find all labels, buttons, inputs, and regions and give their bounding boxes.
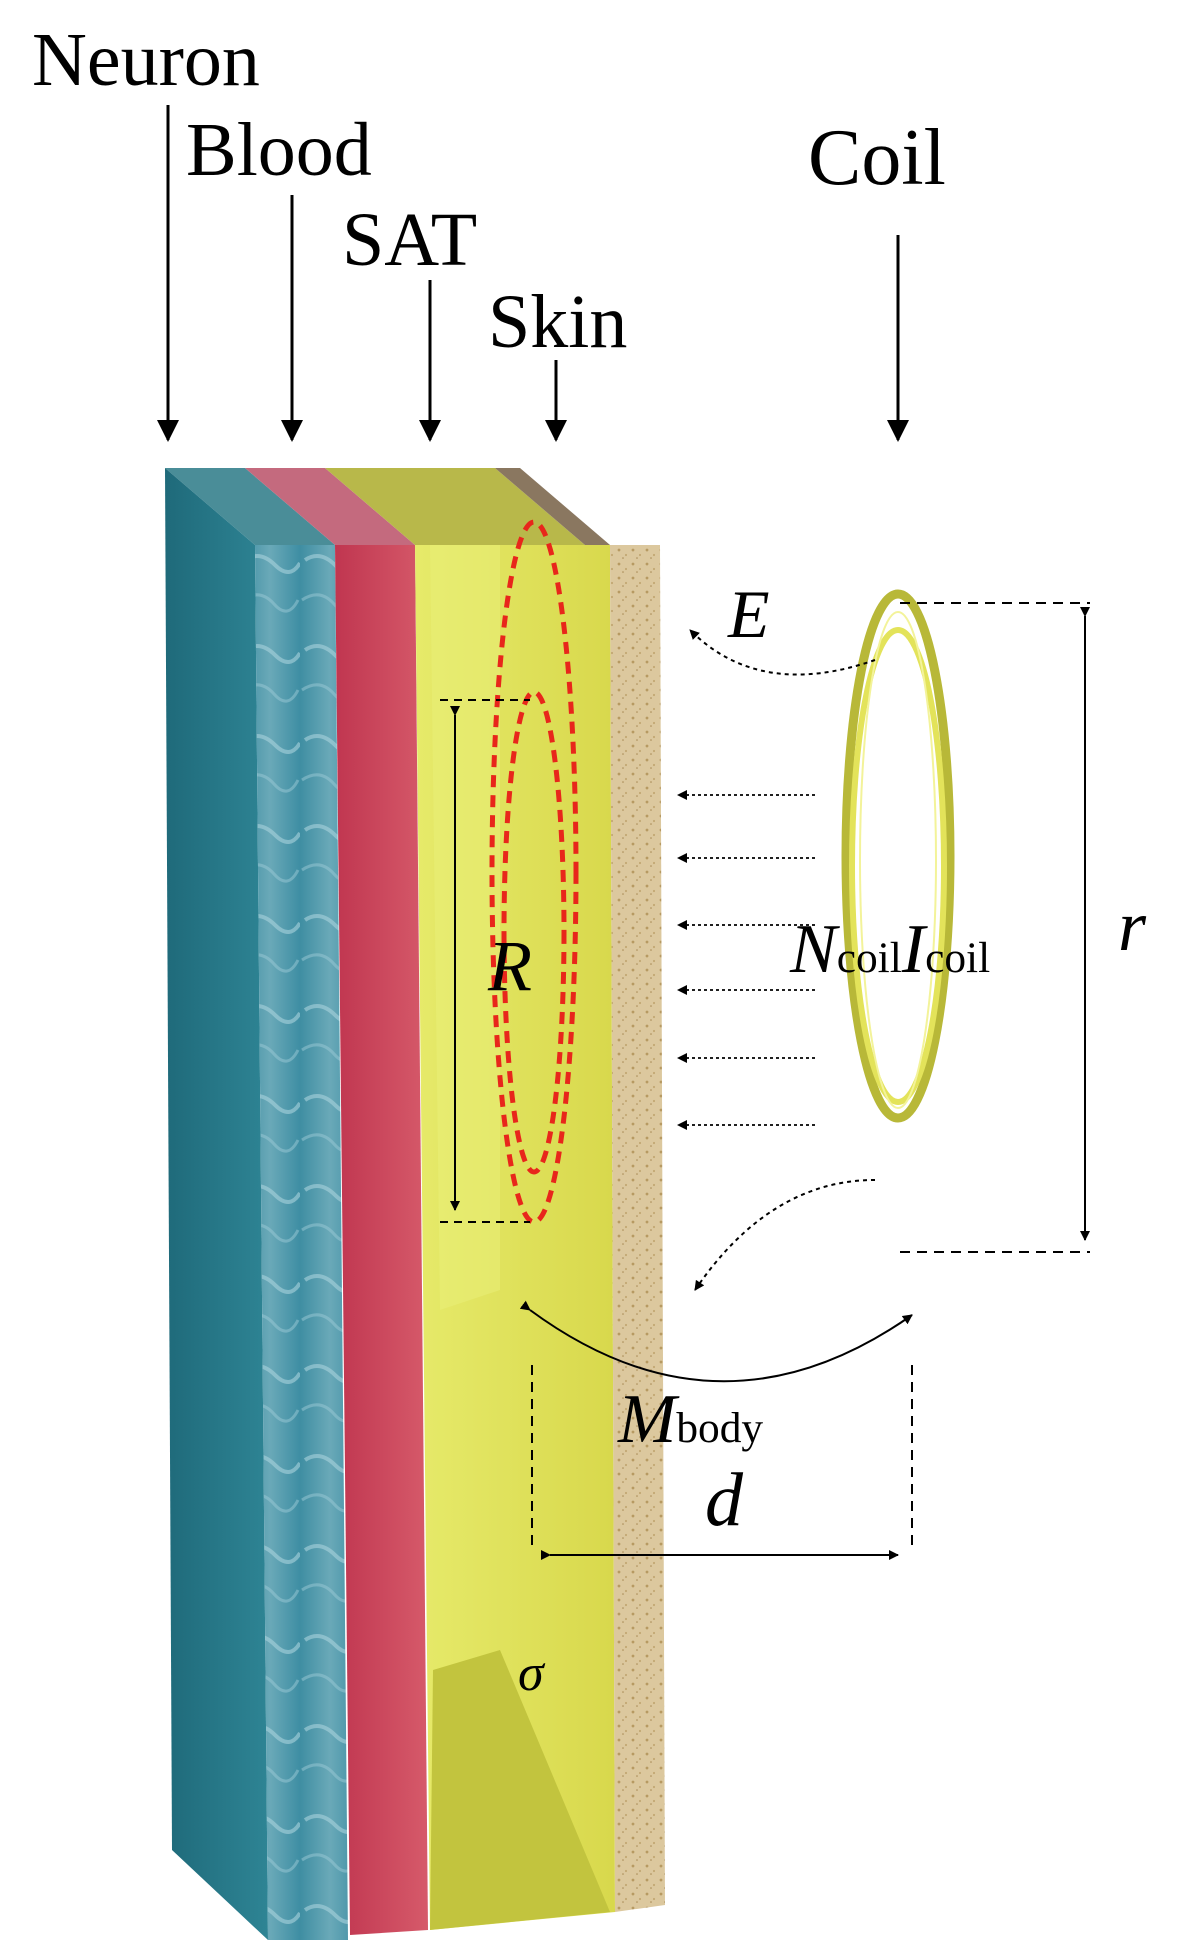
mutual-inductance-arc xyxy=(519,1300,913,1383)
coil-highlight-ring xyxy=(859,611,937,1109)
sat-label: SAT xyxy=(342,198,478,282)
N-symbol: N xyxy=(790,911,837,988)
M-subscript: body xyxy=(676,1404,764,1452)
neuron-top-face xyxy=(165,468,335,545)
blood-front-face xyxy=(255,545,348,1940)
E-field-curve-bottom xyxy=(694,1179,876,1291)
sigma-conductivity-label: σ xyxy=(518,1645,544,1702)
skin-label: Skin xyxy=(488,280,628,364)
magnetic-field-arrows xyxy=(677,790,815,1130)
E-field-label: E xyxy=(728,576,770,652)
skin-front-face xyxy=(610,545,665,1912)
coil-label: Coil xyxy=(808,114,946,202)
I-subscript: coil xyxy=(925,934,991,982)
d-distance-label: d xyxy=(705,1458,743,1542)
coil-outer-ring xyxy=(841,589,955,1123)
eddy-loop-outer xyxy=(489,519,579,1225)
coil-inner-ring xyxy=(849,627,947,1105)
neuron-label: Neuron xyxy=(32,18,260,102)
blood-label: Blood xyxy=(186,108,372,192)
sat-front-face xyxy=(335,545,428,1935)
skin-top-face xyxy=(495,468,610,545)
E-field-curve-top xyxy=(689,629,876,676)
M-symbol: M xyxy=(618,1381,677,1458)
mutual-inductance-label: Mbody xyxy=(618,1385,763,1455)
I-symbol: I xyxy=(901,911,926,988)
fat-lower-bevel xyxy=(430,1650,610,1930)
sat-top-face xyxy=(325,468,585,545)
coil-turns-current-label: NcoilIcoil xyxy=(790,915,990,985)
blood-top-face xyxy=(245,468,415,545)
eddy-loop-inner xyxy=(501,689,567,1175)
neuron-side-face xyxy=(165,468,268,1940)
r-coil-radius-label: r xyxy=(1118,886,1147,966)
fat-inner-bevel xyxy=(430,545,500,1310)
N-subscript: coil xyxy=(836,934,902,982)
R-radius-label: R xyxy=(488,926,532,1006)
